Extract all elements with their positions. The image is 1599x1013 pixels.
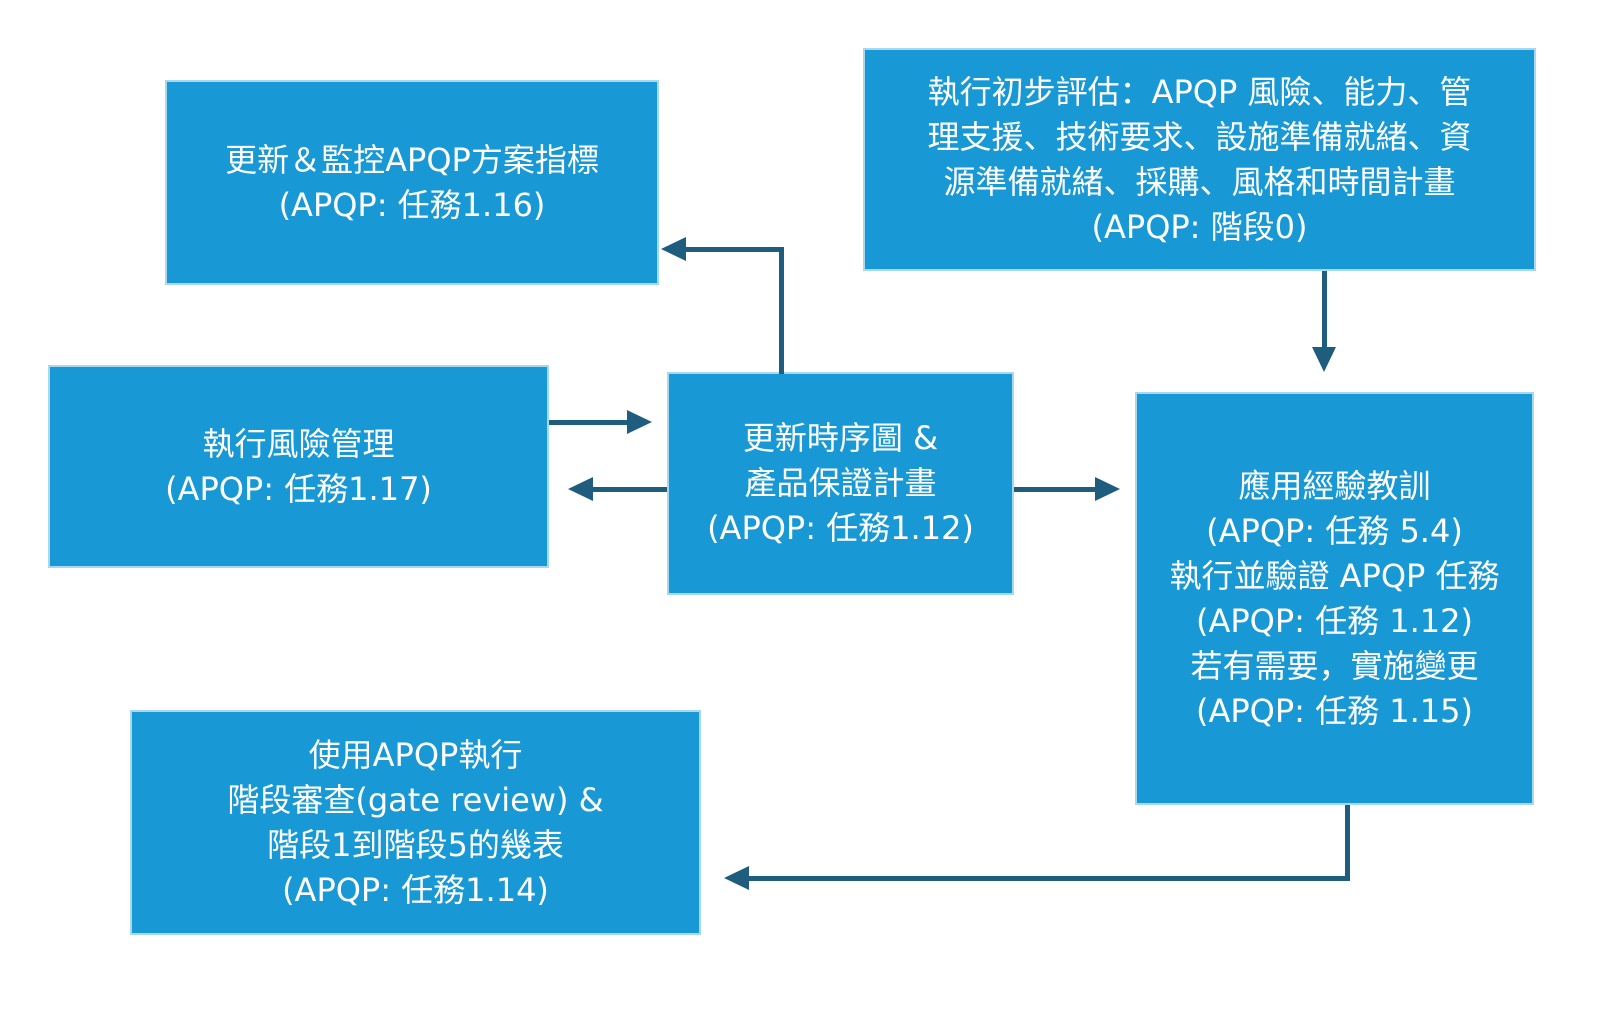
connector-timing-to-metrics-horizontal-line (684, 247, 784, 252)
box-text-line: 若有需要，實施變更 (1190, 646, 1479, 685)
box-text-line: 使用APQP執行 (308, 735, 523, 774)
box-text-line: 更新＆監控APQP方案指標 (225, 140, 599, 179)
box-text-line: 更新時序圖 & (742, 419, 939, 457)
connector-lessons-to-gate-horizontal-line (747, 876, 1350, 881)
arrowhead-down-icon (1312, 347, 1336, 372)
box-text-line: (APQP: 任務1.17) (165, 469, 432, 508)
box-text-line: (APQP: 任務 5.4) (1206, 511, 1463, 550)
box-text-line: 源準備就緒、採購、風格和時間計畫 (943, 162, 1456, 201)
box-text-line: (APQP: 任務 1.15) (1195, 691, 1474, 730)
arrowhead-left-icon (568, 477, 593, 501)
box-text-line: (APQP: 任務1.14) (282, 870, 549, 909)
box-initial-assessment: 執行初步評估：APQP 風險、能力、管 理支援、技術要求、設施準備就緒、資 源準… (863, 48, 1536, 271)
box-lessons-learned: 應用經驗教訓 (APQP: 任務 5.4) 執行並驗證 APQP 任務 (APQ… (1135, 392, 1534, 805)
connector-lessons-to-gate-vertical-line (1345, 805, 1350, 881)
arrowhead-left-icon (661, 237, 686, 261)
box-text-line: (APQP: 任務1.16) (278, 185, 546, 224)
box-text-line: (APQP: 任務1.12) (707, 509, 974, 547)
connector-assessment-to-lessons-line (1322, 271, 1327, 349)
box-text-line: 產品保證計畫 (744, 464, 937, 502)
arrowhead-left-icon (724, 866, 749, 890)
arrowhead-right-icon (1095, 477, 1120, 501)
box-update-timing: 更新時序圖 & 產品保證計畫 (APQP: 任務1.12) (667, 372, 1014, 595)
box-gate-review: 使用APQP執行 階段審查(gate review) & 階段1到階段5的幾表 … (130, 710, 701, 935)
box-text-line: 應用經驗教訓 (1238, 466, 1431, 505)
connector-risk-to-timing-line (549, 420, 629, 425)
connector-timing-to-metrics-vertical-line (779, 247, 784, 374)
box-update-metrics: 更新＆監控APQP方案指標 (APQP: 任務1.16) (165, 80, 659, 285)
connector-timing-to-lessons-line (1014, 487, 1097, 492)
box-risk-management: 執行風險管理 (APQP: 任務1.17) (48, 365, 549, 568)
box-text-line: 執行初步評估：APQP 風險、能力、管 (927, 72, 1472, 111)
box-text-line: 階段1到階段5的幾表 (267, 825, 564, 864)
box-text-line: 階段審查(gate review) & (227, 780, 604, 819)
box-text-line: 執行風險管理 (202, 424, 395, 463)
box-text-line: (APQP: 階段0) (1091, 207, 1308, 246)
box-text-line: 理支援、技術要求、設施準備就緒、資 (927, 117, 1472, 156)
box-text-line: 執行並驗證 APQP 任務 (1169, 556, 1500, 595)
arrowhead-right-icon (627, 410, 652, 434)
box-text-line: (APQP: 任務 1.12) (1195, 601, 1474, 640)
connector-timing-to-risk-line (590, 487, 667, 492)
